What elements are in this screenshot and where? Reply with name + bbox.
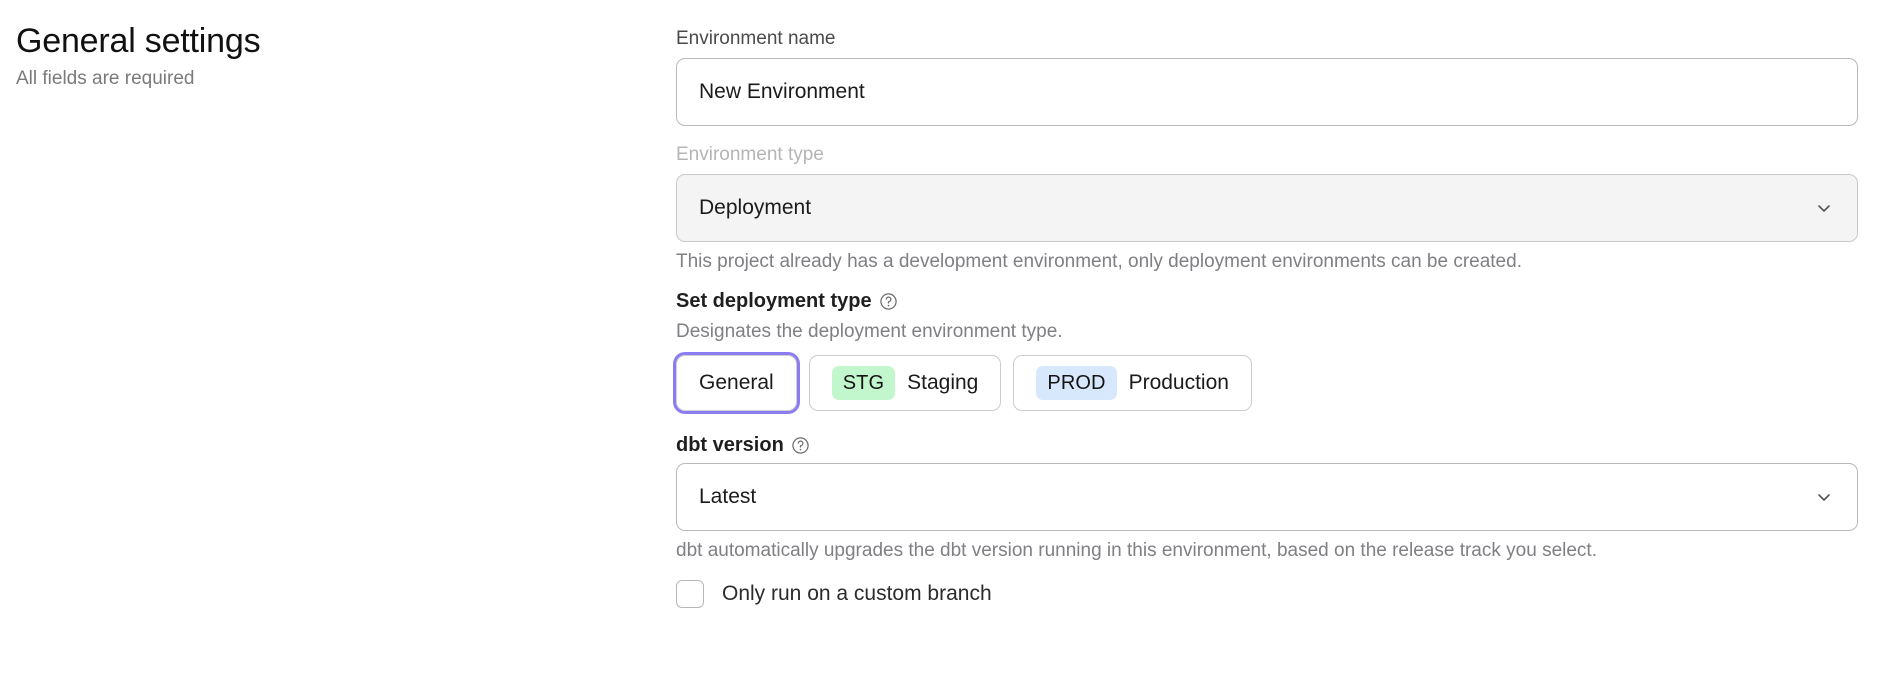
deployment-type-label: Set deployment type <box>676 290 872 312</box>
deployment-type-option-general[interactable]: General <box>676 355 797 411</box>
production-badge: PROD <box>1036 366 1117 400</box>
dbt-version-label-row: dbt version <box>676 431 1858 459</box>
dbt-version-select[interactable]: Latest <box>676 463 1858 531</box>
page-subtitle: All fields are required <box>16 68 195 89</box>
deployment-type-option-production[interactable]: PROD Production <box>1013 355 1252 411</box>
deployment-type-description: Designates the deployment environment ty… <box>676 321 1063 342</box>
dbt-version-field: dbt version Latest dbt automatica <box>676 431 1858 564</box>
dbt-version-label: dbt version <box>676 434 784 456</box>
chevron-down-icon <box>1815 488 1833 506</box>
dbt-version-value: Latest <box>699 485 757 508</box>
environment-name-input[interactable]: New Environment <box>676 58 1858 126</box>
help-circle-icon[interactable] <box>791 436 810 455</box>
staging-badge: STG <box>831 366 896 400</box>
environment-name-field: Environment name New Environment <box>676 26 1858 126</box>
custom-branch-checkbox[interactable] <box>676 580 704 608</box>
custom-branch-label: Only run on a custom branch <box>722 582 992 605</box>
environment-name-value: New Environment <box>699 80 865 103</box>
deployment-type-options: General STG Staging PROD Production <box>676 355 1858 411</box>
dbt-version-helper-text: dbt automatically upgrades the dbt versi… <box>676 540 1597 561</box>
settings-header: General settings All fields are required <box>16 20 636 92</box>
environment-name-label: Environment name <box>676 28 836 49</box>
custom-branch-row: Only run on a custom branch <box>676 580 1858 608</box>
deployment-type-label-row: Set deployment type <box>676 287 1858 315</box>
deployment-type-option-staging[interactable]: STG Staging <box>808 355 1002 411</box>
help-circle-icon[interactable] <box>879 292 898 311</box>
settings-form: Environment name New Environment Environ… <box>676 26 1858 608</box>
deployment-type-option-staging-label: Staging <box>907 371 979 394</box>
environment-type-helper-text: This project already has a development e… <box>676 251 1522 272</box>
chevron-down-icon <box>1815 199 1833 217</box>
deployment-type-option-production-label: Production <box>1128 371 1229 394</box>
deployment-type-option-general-label: General <box>699 371 774 394</box>
environment-type-select[interactable]: Deployment <box>676 174 1858 242</box>
deployment-type-field: Set deployment type Designates the deplo… <box>676 287 1858 411</box>
environment-type-label: Environment type <box>676 144 824 165</box>
page-title: General settings <box>16 22 261 60</box>
environment-type-field: Environment type Deployment This project… <box>676 142 1858 275</box>
environment-type-value: Deployment <box>699 196 812 219</box>
